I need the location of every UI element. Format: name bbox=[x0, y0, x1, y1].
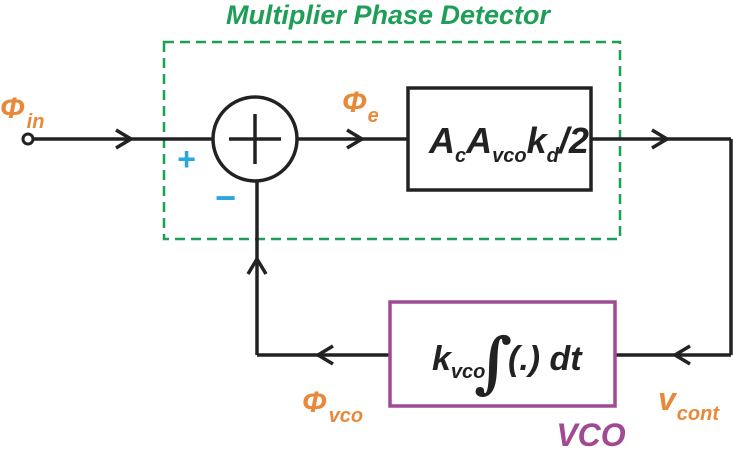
integral-sign: ∫ bbox=[474, 323, 512, 401]
arrow-right-icon bbox=[346, 128, 366, 150]
v-cont-label: vcont bbox=[658, 381, 720, 425]
input-terminal bbox=[21, 132, 35, 146]
arrowheads bbox=[115, 128, 691, 366]
phi-e-label: Φe bbox=[342, 86, 379, 127]
summing-junction bbox=[211, 95, 299, 183]
vco-label: VCO bbox=[556, 417, 625, 450]
vco-block bbox=[388, 300, 617, 408]
phase-detector-title: Multiplier Phase Detector bbox=[226, 0, 552, 30]
arrow-up-icon bbox=[246, 255, 268, 275]
vco-integrand: (.) dt bbox=[508, 340, 583, 378]
gain-block bbox=[406, 86, 593, 192]
arrow-right-icon bbox=[651, 128, 671, 150]
arrow-left-icon bbox=[314, 344, 334, 366]
vco-expression: kvco bbox=[432, 340, 485, 383]
gain-expression: AcAvcokd/2 bbox=[428, 120, 589, 167]
arrow-right-icon bbox=[115, 128, 135, 150]
minus-sign: − bbox=[214, 177, 235, 218]
plus-sign: + bbox=[177, 141, 196, 177]
arrow-left-icon bbox=[671, 344, 691, 366]
signal-wires bbox=[33, 137, 733, 357]
